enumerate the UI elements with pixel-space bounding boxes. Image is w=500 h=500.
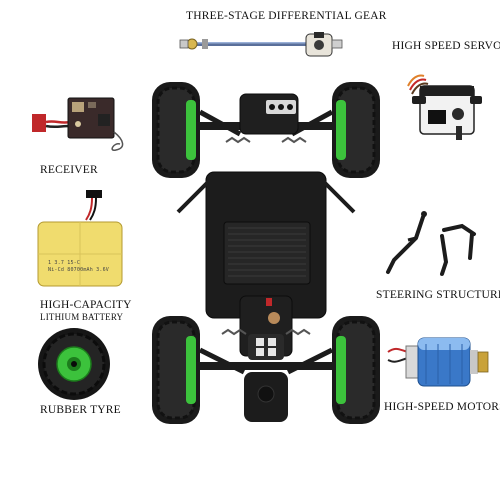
battery-label-line2: LITHIUM BATTERY: [40, 312, 124, 322]
rear-right-wheel: [332, 316, 380, 424]
battery-print-line2: Ni-Cd 80700mAh 3.6V: [48, 267, 109, 273]
steering-structure-image: [386, 211, 476, 276]
gear-label: THREE-STAGE DIFFERENTIAL GEAR: [186, 10, 387, 22]
receiver-image: [32, 97, 124, 151]
steering-label: STEERING STRUCTURE: [376, 289, 500, 301]
servo-image: [407, 74, 482, 140]
servo-label: HIGH SPEED SERVO: [392, 40, 500, 52]
rear-left-wheel: [152, 316, 200, 424]
rc-car-image: [152, 82, 380, 424]
battery-print-line1: 1 3.7 15-C: [48, 260, 81, 266]
receiver-label: RECEIVER: [40, 164, 98, 176]
front-right-wheel: [332, 82, 380, 178]
tyre-label: RUBBER TYRE: [40, 404, 121, 416]
motor-image: [387, 337, 489, 387]
battery-label-line1: HIGH-CAPACITY: [40, 299, 132, 311]
rubber-tyre-image: [38, 328, 110, 400]
motors-label: HIGH-SPEED MOTORS: [384, 401, 500, 413]
battery-image: [37, 190, 123, 287]
front-left-wheel: [152, 82, 200, 178]
differential-gear-image: [179, 32, 343, 57]
